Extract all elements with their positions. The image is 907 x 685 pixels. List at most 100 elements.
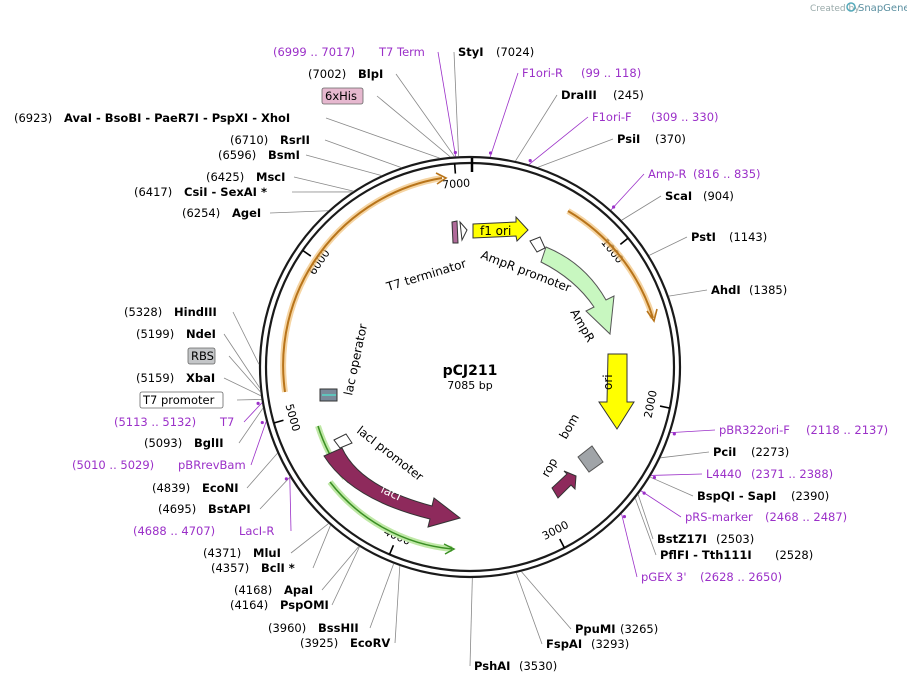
feature-label-f1ori: f1 ori — [480, 224, 511, 238]
connector-line — [232, 311, 260, 365]
feature-label-bom: bom — [556, 411, 581, 441]
site-label[interactable]: (6596)BsmI — [218, 148, 382, 176]
site-name: AvaI - BsoBI - PaeR7I - PspXI - XhoI — [64, 111, 290, 125]
connector-line — [321, 546, 360, 591]
connector-line — [269, 210, 329, 214]
site-label[interactable]: (5328) HindIII — [124, 305, 260, 365]
feature-label-ori: ori — [601, 374, 615, 390]
site-label[interactable]: (5010 .. 5029)pBRrevBam — [72, 420, 267, 472]
site-label[interactable]: PsiI(370) — [537, 132, 686, 168]
site-position: (5328) — [124, 305, 162, 319]
site-label[interactable]: (3960)BssHII — [268, 563, 395, 635]
site-name: PciI — [713, 445, 736, 459]
site-label[interactable]: (5199)NdeI — [136, 327, 261, 389]
site-name: HindIII — [174, 305, 217, 319]
site-label[interactable]: PstI(1143) — [648, 230, 767, 256]
primer-marker — [488, 151, 493, 155]
site-label[interactable]: ScaI(904) — [621, 189, 734, 221]
site-label[interactable]: pRS-marker(2468 .. 2487) — [640, 490, 847, 524]
site-label[interactable]: (5113 .. 5132)T7 — [114, 401, 263, 429]
site-label[interactable]: (6999 .. 7017)T7 Term — [273, 45, 457, 157]
connector-line — [289, 476, 292, 532]
feature-box-label: T7 promoter — [142, 393, 215, 407]
site-label[interactable]: AhdI(1385) — [668, 283, 788, 297]
primer-marker — [256, 401, 260, 405]
tick-label: 3000 — [540, 518, 571, 542]
connector-line — [324, 139, 402, 168]
connector-line — [250, 421, 267, 466]
site-name: FspAI — [546, 637, 582, 651]
site-label[interactable]: DraIII(245) — [515, 88, 644, 162]
site-label[interactable]: (4688 .. 4707)LacI-R — [133, 476, 292, 538]
site-label[interactable]: PciI(2273) — [660, 445, 789, 459]
site-position: (3925) — [300, 636, 338, 650]
site-label[interactable]: F1ori-F(309 .. 330) — [528, 110, 719, 165]
site-label[interactable]: RBS — [187, 347, 261, 393]
site-label[interactable]: (6254)AgeI — [182, 206, 329, 220]
site-label[interactable]: 6xHis — [321, 87, 451, 158]
site-label[interactable]: PpuMI(3265) — [521, 571, 658, 636]
connector-line — [610, 173, 645, 211]
site-position: (7002) — [308, 67, 346, 81]
site-label[interactable]: pGEX 3'(2628 .. 2650) — [621, 513, 783, 584]
site-label[interactable]: (4357)BclI * — [211, 525, 331, 575]
site-label[interactable]: BstZ17I(2503) — [637, 494, 754, 546]
connector-line — [668, 289, 708, 297]
site-position: (6999 .. 7017) — [273, 45, 355, 59]
site-label[interactable]: (6425)MscI — [206, 170, 354, 192]
site-label[interactable]: (5159)XbaI — [136, 371, 262, 397]
site-label[interactable]: PflFI - Tth111I(2528) — [634, 498, 813, 562]
site-label[interactable]: Amp-R(816 .. 835) — [610, 167, 761, 211]
site-label[interactable]: (3925) EcoRV — [300, 565, 401, 650]
site-name: AhdI — [711, 283, 741, 297]
site-label[interactable]: FspAI(3293) — [515, 572, 629, 651]
site-label[interactable]: (4371)MluI — [203, 523, 329, 560]
site-label[interactable]: (4164)PspOMI — [230, 546, 360, 612]
site-position: (2390) — [791, 489, 829, 503]
site-name: BstAPI — [208, 502, 251, 516]
site-position: (4357) — [211, 561, 249, 575]
site-position: (6417) — [134, 185, 172, 199]
connector-line — [369, 563, 395, 629]
site-label[interactable]: (5093)BglII — [144, 407, 264, 450]
site-label[interactable]: BspQI - SapI(2390) — [649, 476, 829, 503]
site-label[interactable]: F1ori-R(99 .. 118) — [488, 66, 641, 158]
feature-ampr[interactable]: AmpR — [540, 246, 615, 345]
connector-line — [640, 490, 682, 518]
site-label[interactable]: L4440(2371 .. 2388) — [650, 467, 833, 481]
feature-ori[interactable]: ori — [598, 353, 635, 430]
feature-laci[interactable]: lacI — [323, 447, 462, 528]
connector-line — [521, 571, 572, 630]
site-label[interactable]: pBR322ori-F(2118 .. 2137) — [670, 423, 889, 437]
connector-line — [376, 95, 451, 158]
site-label[interactable]: StyI(7024) — [453, 45, 534, 157]
site-label[interactable]: (6923)AvaI - BsoBI - PaeR7I - PspXI - Xh… — [14, 111, 440, 159]
site-label[interactable]: (4839)EcoNI — [152, 452, 278, 495]
site-label[interactable]: (6417)CsiI - SexAI * — [134, 185, 353, 199]
tick-mark — [302, 249, 312, 257]
connector-line — [290, 523, 329, 554]
brand-text: SnapGene — [858, 3, 907, 14]
site-label[interactable]: T7 promoter — [139, 391, 262, 409]
site-label[interactable]: (6710)RsrII — [230, 133, 402, 168]
feature-rop[interactable]: rop — [538, 455, 577, 499]
feature-t7-terminator[interactable]: T7 terminator — [384, 220, 468, 294]
connector-line — [238, 407, 264, 444]
site-label[interactable]: (4695)BstAPI — [158, 476, 291, 516]
connector-line — [394, 565, 401, 644]
tick-mark — [659, 405, 670, 409]
site-name: EcoRV — [350, 636, 390, 650]
connector-line — [236, 398, 262, 401]
site-name: ScaI — [665, 189, 692, 203]
feature-f1ori[interactable]: f1 ori — [472, 215, 529, 243]
site-name: BglII — [194, 436, 224, 450]
connector-line — [223, 333, 261, 389]
feature-lac-operator[interactable]: lac operator — [319, 323, 370, 402]
connector-line — [637, 494, 654, 540]
site-position: (2628 .. 2650) — [700, 570, 782, 584]
feature-bom[interactable]: bom — [556, 411, 604, 473]
site-label[interactable]: (7002)BlpI — [308, 67, 455, 157]
site-label[interactable]: PshAI(3530) — [469, 577, 557, 673]
site-label[interactable]: (4168)ApaI — [234, 546, 360, 597]
